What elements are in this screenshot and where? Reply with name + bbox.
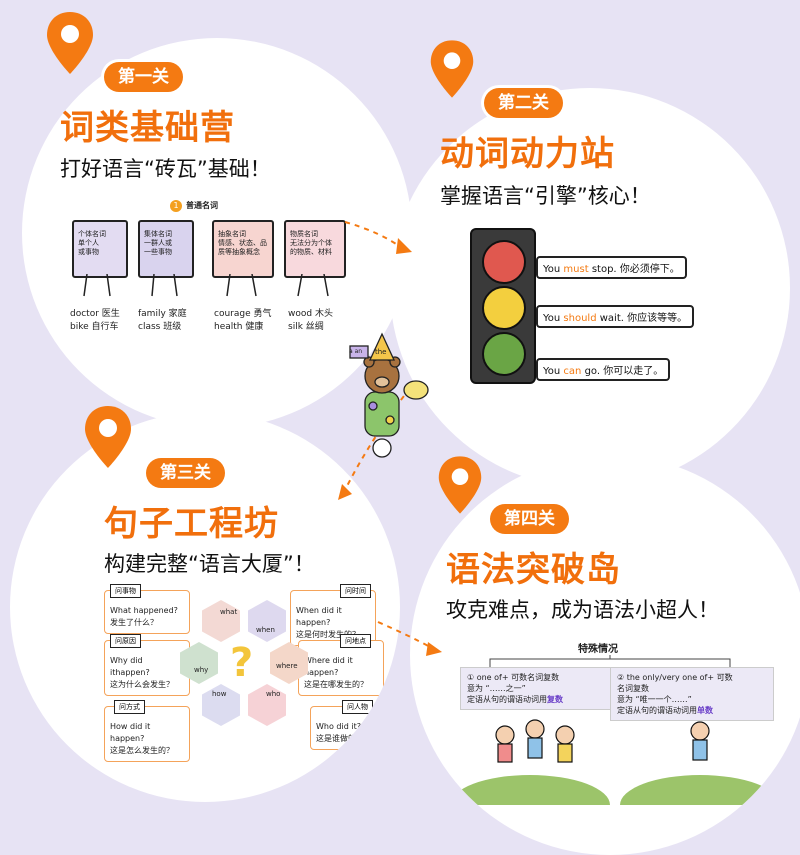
map-pin-icon bbox=[430, 40, 474, 98]
ball-word: a an bbox=[349, 348, 363, 355]
example-word: bike 自行车 bbox=[70, 322, 119, 332]
bracket-lines bbox=[489, 655, 731, 667]
sentence-post: wait. 你应该等等。 bbox=[596, 313, 688, 324]
question-zh: 这是怎么发生的？ bbox=[110, 746, 174, 755]
sentence-pre: You bbox=[543, 366, 564, 377]
card-line: ① one of+ 可数名词复数 bbox=[467, 673, 560, 682]
book-legs-drawing bbox=[83, 274, 329, 297]
question-why: Why did ithappen? 这为什么会发生？ bbox=[104, 640, 190, 696]
example-word: courage 勇气 bbox=[214, 309, 272, 319]
question-zh: 发生了什么？ bbox=[110, 618, 158, 627]
yellow-light-icon bbox=[482, 286, 526, 330]
stage2-title: 动词动力站 bbox=[440, 134, 615, 174]
question-en: Where did it happen? bbox=[304, 656, 353, 677]
stage1-subtitle: 打好语言“砖瓦”基础！ bbox=[60, 157, 271, 181]
traffic-light bbox=[470, 228, 536, 384]
path-arrows bbox=[338, 221, 442, 656]
sentence-post: stop. 你必须停下。 bbox=[588, 264, 680, 275]
question-label: 问时间 bbox=[340, 584, 371, 598]
hat-word: the bbox=[375, 348, 387, 356]
question-zh: 这是何时发生的？ bbox=[296, 630, 360, 639]
stage1-illustration: 1 普通名词 个体名词 单个人 或事物 doctor 医生 bike 自行车 集… bbox=[62, 200, 392, 348]
book-abstract-noun: 抽象名词 情感、状态、品 质等抽象概念 bbox=[212, 220, 274, 278]
question-label: 问原因 bbox=[110, 634, 141, 648]
stage2-circle: You must stop. 你必须停下。 You should wait. 你… bbox=[390, 88, 790, 488]
question-mark-icon: ? bbox=[230, 640, 254, 686]
bear-mascot: the a an bbox=[340, 330, 430, 460]
map-pin-icon bbox=[438, 456, 482, 514]
stage3-badge: 第三关 bbox=[146, 458, 225, 488]
sentence-can: You can go. 你可以走了。 bbox=[536, 358, 671, 381]
tag-number-badge: 1 bbox=[170, 200, 182, 212]
stage4-circle: 特殊情况 ① one of+ 可数名词复数 意为 “……之一” 定语从句的谓语动… bbox=[410, 455, 800, 855]
stage4-title: 语法突破岛 bbox=[446, 550, 621, 590]
question-zh: 这是谁做的？ bbox=[316, 734, 364, 743]
book-material-noun: 物质名词 无法分为个体 的物质、材料 bbox=[284, 220, 346, 278]
example-word: doctor 医生 bbox=[70, 309, 120, 319]
book-collective-noun: 集体名词 一群人或 一些事物 bbox=[138, 220, 194, 278]
modal-verb: should bbox=[563, 313, 597, 324]
question-en: When did it happen? bbox=[296, 606, 342, 627]
special-case-title: 特殊情况 bbox=[578, 644, 618, 655]
stage3-circle: What happened? 发生了什么？ 问事物 Why did ithappe… bbox=[10, 412, 400, 802]
card-highlight: 单数 bbox=[697, 706, 713, 715]
question-zh: 这是在哪发生的？ bbox=[304, 680, 368, 689]
stage1-badge: 第一关 bbox=[104, 62, 183, 92]
sentence-must: You must stop. 你必须停下。 bbox=[536, 256, 687, 279]
card-line: 定语从句的谓语动词用 bbox=[467, 695, 547, 704]
stage3-subtitle: 构建完整“语言大厦”！ bbox=[104, 552, 315, 576]
book-individual-noun: 个体名词 单个人 或事物 bbox=[72, 220, 128, 278]
modal-verb: must bbox=[563, 264, 589, 275]
example-word: silk 丝绸 bbox=[288, 322, 324, 332]
stage1-circle: 1 普通名词 个体名词 单个人 或事物 doctor 医生 bike 自行车 集… bbox=[22, 38, 412, 428]
example-word: class 班级 bbox=[138, 322, 182, 332]
question-how: How did it happen? 这是怎么发生的？ bbox=[104, 706, 190, 762]
sentence-pre: You bbox=[543, 313, 564, 324]
book-label: 集体名词 一群人或 一些事物 bbox=[144, 230, 172, 256]
question-label: 问人物 bbox=[342, 700, 373, 714]
book-label: 抽象名词 情感、状态、品 质等抽象概念 bbox=[218, 230, 267, 256]
card-line: 定语从句的谓语动词用 bbox=[617, 706, 697, 715]
question-en: How did it happen? bbox=[110, 722, 151, 743]
card-line: 意为 “唯一一个……” bbox=[617, 695, 692, 704]
card-line: 意为 “……之一” bbox=[467, 684, 526, 693]
question-label: 问方式 bbox=[114, 700, 145, 714]
card-line: 名词复数 bbox=[617, 684, 649, 693]
card-line: ② the only/very one of+ 可数 bbox=[617, 673, 733, 682]
stage1-title: 词类基础营 bbox=[60, 108, 235, 148]
special-case-card-2: ② the only/very one of+ 可数 名词复数 意为 “唯一一个… bbox=[610, 667, 774, 721]
stage2-subtitle: 掌握语言“引擎”核心！ bbox=[440, 184, 651, 208]
sentence-post: go. 你可以走了。 bbox=[581, 366, 664, 377]
question-en: What happened? bbox=[110, 606, 178, 615]
sentence-should: You should wait. 你应该等等。 bbox=[536, 305, 695, 328]
question-en: Why did ithappen? bbox=[110, 656, 150, 677]
stage2-badge: 第二关 bbox=[484, 88, 563, 118]
map-pin-icon bbox=[47, 12, 93, 74]
hex-where: where bbox=[270, 642, 308, 684]
example-word: family 家庭 bbox=[138, 309, 187, 319]
question-en: Who did it? bbox=[316, 722, 361, 731]
special-case-card-1: ① one of+ 可数名词复数 意为 “……之一” 定语从句的谓语动词用复数 bbox=[460, 667, 612, 710]
book-label: 个体名词 单个人 或事物 bbox=[78, 230, 106, 256]
stage4-subtitle: 攻克难点，成为语法小超人！ bbox=[446, 598, 719, 622]
example-word: wood 木头 bbox=[288, 309, 333, 319]
book-label: 物质名词 无法分为个体 的物质、材料 bbox=[290, 230, 332, 256]
question-where: Where did it happen? 这是在哪发生的？ bbox=[298, 640, 384, 696]
green-light-icon bbox=[482, 332, 526, 376]
question-label: 问事物 bbox=[110, 584, 141, 598]
red-light-icon bbox=[482, 240, 526, 284]
map-pin-icon bbox=[85, 406, 131, 468]
sentence-pre: You bbox=[543, 264, 564, 275]
bear-mascot-drawing bbox=[349, 332, 429, 458]
kids-on-hill-drawing bbox=[450, 719, 770, 805]
question-zh: 这为什么会发生？ bbox=[110, 680, 174, 689]
card-highlight: 复数 bbox=[547, 695, 563, 704]
category-tag: 普通名词 bbox=[186, 201, 218, 210]
modal-verb: can bbox=[563, 366, 582, 377]
stage4-badge: 第四关 bbox=[490, 504, 569, 534]
stage3-title: 句子工程坊 bbox=[104, 504, 279, 544]
example-word: health 健康 bbox=[214, 322, 264, 332]
question-label: 问地点 bbox=[340, 634, 371, 648]
